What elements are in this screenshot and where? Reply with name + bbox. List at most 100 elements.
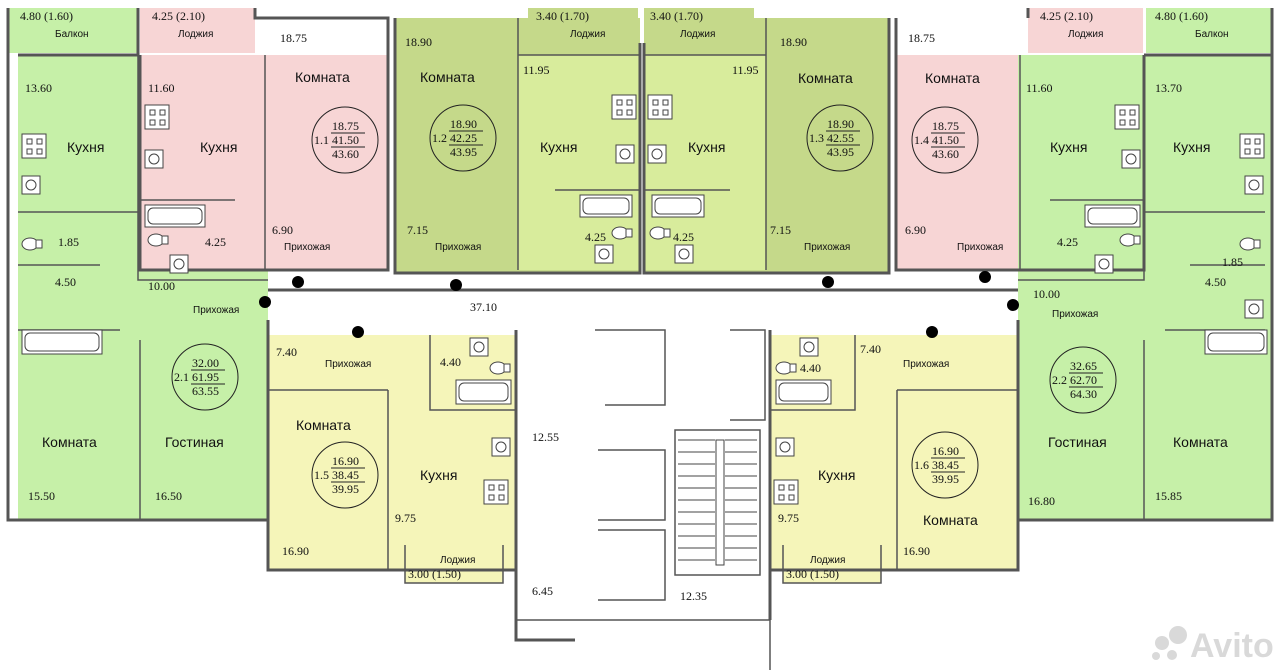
burner-icon [662, 109, 669, 116]
apartment-number: 1.2 [432, 131, 447, 145]
burner-icon [1119, 119, 1126, 126]
burner-icon [616, 99, 623, 106]
bathtub-inner-icon [24, 332, 100, 352]
apartment-number: 1.4 [914, 133, 929, 147]
loggia-br-label: Лоджия [810, 555, 845, 566]
living-area-value: 18.90 [450, 117, 477, 131]
balcony-left-label: Балкон [55, 29, 89, 40]
stair-lobby-area: 12.55 [532, 430, 559, 444]
loggia-tl-size: 4.25 (2.10) [152, 9, 205, 23]
loggia-bl-fill [405, 545, 503, 583]
stair-rail [715, 439, 725, 566]
living-area-value: 32.65 [1070, 359, 1097, 373]
apartment-number: 1.6 [914, 458, 929, 472]
hall-area: 10.00 [148, 279, 175, 293]
total-area-value: 63.55 [192, 384, 219, 398]
loggia-tc2-size: 3.40 (1.70) [650, 9, 703, 23]
apartment-1-5 [268, 335, 516, 583]
apartment-badges: 1.118.7541.5043.601.218.9042.2543.951.31… [171, 104, 1117, 509]
bath-area: 4.50 [1205, 275, 1226, 289]
kitchen-label: Кухня [540, 139, 577, 155]
hall-label: Прихожая [957, 242, 1003, 253]
burner-icon [488, 484, 495, 491]
apartment-number: 1.3 [809, 131, 824, 145]
total-area-value: 43.95 [827, 145, 854, 159]
living-left-fill [138, 280, 268, 520]
room-area: 16.90 [282, 544, 309, 558]
room-label: Комната [296, 417, 351, 433]
burner-icon [652, 99, 659, 106]
hall-area: 7.40 [276, 345, 297, 359]
burner-icon [778, 494, 785, 501]
kitchen-label: Кухня [67, 139, 104, 155]
room-label: Комната [923, 512, 978, 528]
useful-area-value: 38.45 [932, 458, 959, 472]
entrance-dot [259, 296, 271, 308]
room-label: Комната [295, 69, 350, 85]
bathtub-inner-icon [1207, 332, 1265, 352]
total-area-value: 39.95 [932, 472, 959, 486]
room-area: 16.90 [903, 544, 930, 558]
bath-area: 4.25 [585, 230, 606, 244]
kitchen-label: Кухня [688, 139, 725, 155]
badge-ring [911, 106, 979, 174]
sink-bowl-icon [619, 148, 631, 160]
bathtub-inner-icon [654, 197, 702, 215]
hall-label: Прихожая [325, 359, 371, 370]
sink-bowl-icon [1098, 258, 1110, 270]
sink-bowl-icon [473, 341, 485, 353]
kitchen-label: Кухня [1050, 139, 1087, 155]
badge-ring [171, 343, 239, 411]
living-label: Гостиная [1048, 434, 1107, 450]
hall-label: Прихожая [1052, 309, 1098, 320]
apartment-number: 1.1 [314, 133, 329, 147]
corridor-area: 37.10 [470, 300, 497, 314]
room-area: 15.85 [1155, 489, 1182, 503]
room-area: 18.75 [908, 31, 935, 45]
living-area-value: 18.90 [827, 117, 854, 131]
entrance-dot [352, 326, 364, 338]
kitchen-area: 11.60 [148, 81, 175, 95]
kitchen-area: 11.95 [732, 63, 759, 77]
apartment-1-6-fill [770, 335, 1018, 570]
bath-area: 4.25 [1057, 235, 1078, 249]
total-area-value: 43.60 [932, 147, 959, 161]
room-area: 18.90 [780, 35, 807, 49]
entrance-dot [292, 276, 304, 288]
total-area-value: 43.95 [450, 145, 477, 159]
watermark-text: Avito [1190, 627, 1274, 665]
kitchen-area: 13.60 [25, 81, 52, 95]
watermark-dot [1155, 636, 1169, 650]
burner-icon [498, 484, 505, 491]
apartment-1-1 [140, 8, 388, 270]
badge-ring [311, 441, 379, 509]
burner-icon [36, 148, 43, 155]
burner-icon [1244, 148, 1251, 155]
sink-bowl-icon [173, 258, 185, 270]
loggia-tl-fill [140, 8, 255, 53]
apartment-number: 2.1 [174, 370, 189, 384]
kitchen-area: 11.60 [1026, 81, 1053, 95]
hall-area: 7.15 [770, 223, 791, 237]
kitchen-label: Кухня [1173, 139, 1210, 155]
useful-area-value: 41.50 [932, 133, 959, 147]
burner-icon [626, 99, 633, 106]
room-area: 18.90 [405, 35, 432, 49]
loggia-tc1-label: Лоджия [570, 29, 605, 40]
walls [6, 8, 1274, 670]
balcony-right-size: 4.80 (1.60) [1155, 9, 1208, 23]
kitchen-area: 9.75 [395, 511, 416, 525]
badge-ring [911, 431, 979, 499]
living-area-value: 16.90 [332, 454, 359, 468]
apartment-1-6 [770, 335, 1018, 583]
sink-bowl-icon [1248, 303, 1260, 315]
toilet-tank-icon [161, 235, 169, 245]
sink-bowl-icon [803, 341, 815, 353]
wc-area: 1.85 [58, 235, 79, 249]
entrance-dot [979, 271, 991, 283]
hall-area: 10.00 [1033, 287, 1060, 301]
burner-icon [1129, 119, 1136, 126]
loggia-tl-label: Лоджия [178, 29, 213, 40]
